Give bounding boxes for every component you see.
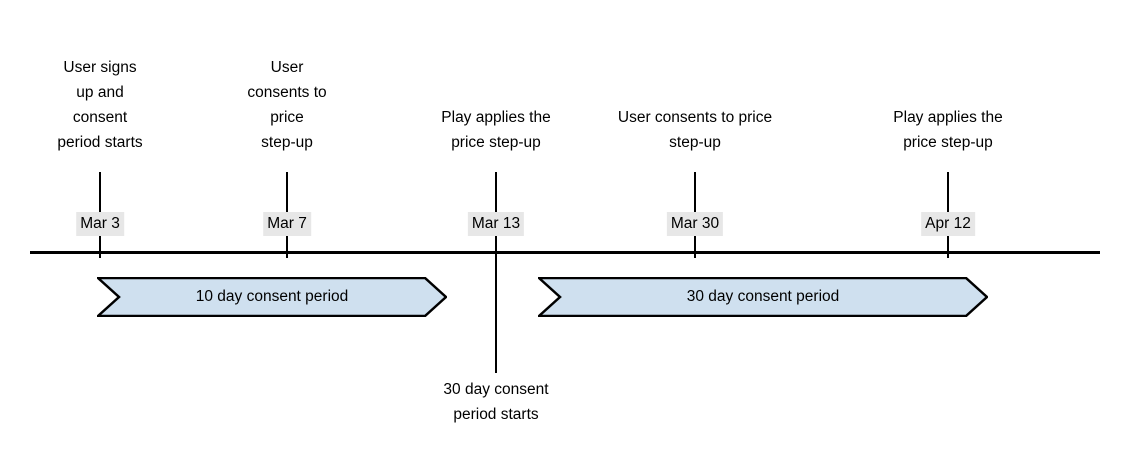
timeline-axis [30,251,1100,254]
event-date-chip-mar-7: Mar 7 [263,212,311,236]
event-date-chip-mar-13: Mar 13 [467,212,525,236]
chevron-shape [539,278,987,316]
event-description-text: Play applies the price step-up [441,109,551,151]
timeline-annotation-thirty-day-start: 30 day consent period starts [443,381,549,423]
event-description-mar-7: User consents to price step-up [217,55,357,155]
consent-period-bar-thirty-day [538,277,988,317]
chevron-shape [98,278,446,316]
event-date-chip-mar-3: Mar 3 [76,212,124,236]
event-date-chip-apr-12: Apr 12 [921,212,975,236]
event-description-apr-12: Play applies the price step-up [858,105,1038,155]
event-description-text: Play applies the price step-up [893,109,1003,151]
event-description-text: User signs up and consent period starts [57,59,143,151]
consent-period-bar-ten-day [97,277,447,317]
event-description-mar-3: User signs up and consent period starts [30,55,170,155]
event-description-text: User consents to price step-up [617,109,773,151]
event-tick-mar-13 [495,172,497,373]
event-description-text: User consents to price step-up [247,59,327,151]
event-date-chip-mar-30: Mar 30 [666,212,724,236]
event-description-mar-30: User consents to price step-up [585,105,805,155]
event-description-mar-13: Play applies the price step-up [411,105,581,155]
